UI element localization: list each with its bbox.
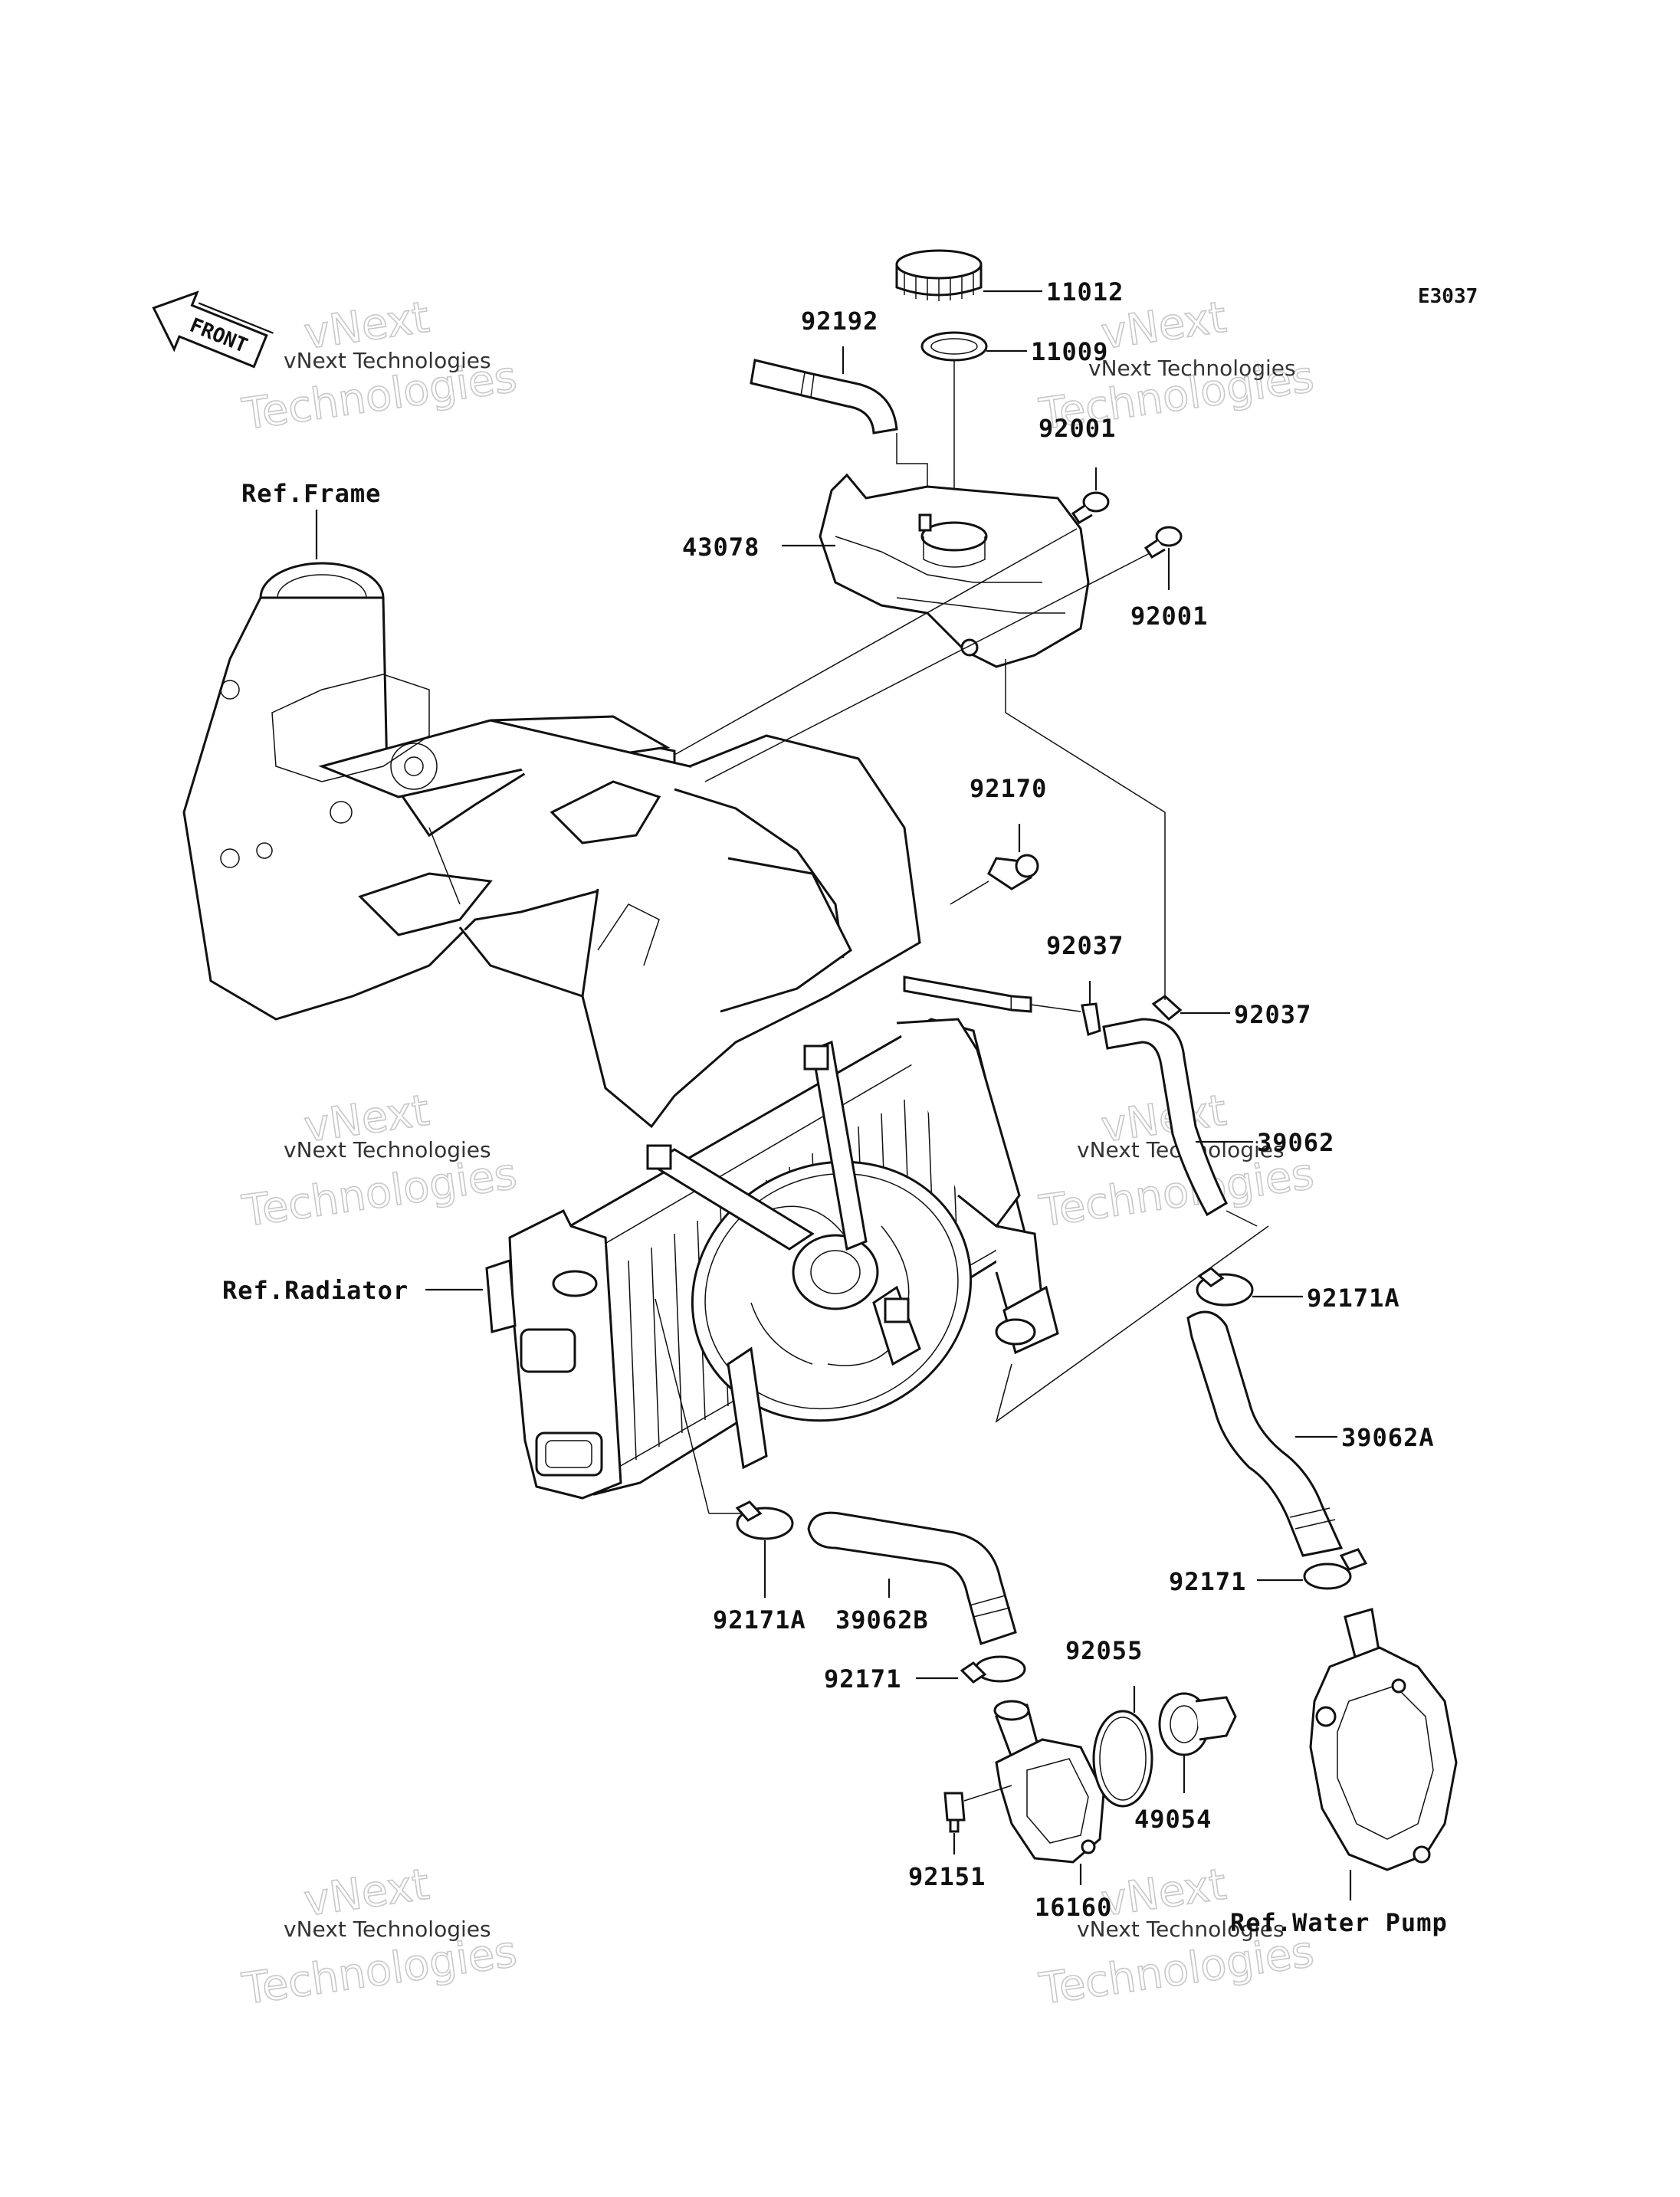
- fan-assembly: [646, 1040, 973, 1470]
- clamp-92171-lower: [960, 1655, 1026, 1684]
- bolt-92001-b: [1144, 526, 1183, 559]
- svg-text:vNext Technologies: vNext Technologies: [284, 348, 491, 373]
- label-39062: 39062: [1257, 1128, 1334, 1157]
- clamp-92037-a: [1081, 1002, 1101, 1036]
- thermostat-49054: [1158, 1692, 1237, 1756]
- label-92037-b: 92037: [1234, 1000, 1311, 1029]
- front-arrow-icon: FRONT: [152, 290, 274, 369]
- label-39062A: 39062A: [1341, 1423, 1435, 1452]
- label-92171-upper: 92171: [1169, 1567, 1246, 1596]
- clamp-92171-upper: [1303, 1548, 1368, 1590]
- clamp-92170: [987, 854, 1039, 890]
- svg-text:vNext Technologies: vNext Technologies: [284, 1917, 491, 1942]
- watermark-bottom-left: vNext Technologies vNext Technologies: [238, 1859, 520, 2015]
- hose-39062B: [807, 1511, 1017, 1645]
- hose-39062: [1102, 1018, 1228, 1217]
- label-92001-a: 92001: [1039, 414, 1116, 443]
- label-ref-radiator: Ref.Radiator: [222, 1276, 409, 1305]
- clamp-92037-b: [1151, 995, 1183, 1021]
- bolt-92151: [943, 1792, 966, 1833]
- watermark-mid-left: vNext Technologies vNext Technologies: [238, 1085, 520, 1238]
- label-16160: 16160: [1035, 1893, 1112, 1922]
- reservoir-tank-43078: [819, 473, 1090, 668]
- svg-text:vNext Technologies: vNext Technologies: [1077, 1917, 1285, 1942]
- svg-text:vNext Technologies: vNext Technologies: [1088, 356, 1296, 381]
- label-92001-b: 92001: [1130, 602, 1208, 631]
- label-92055: 92055: [1065, 1636, 1143, 1665]
- bolt-92001-a: [1071, 491, 1110, 525]
- watermark-top-left: vNext Technologies vNext Technologies: [238, 292, 520, 441]
- label-92037-a: 92037: [1046, 931, 1124, 960]
- label-ref-frame: Ref.Frame: [241, 479, 381, 508]
- label-49054: 49054: [1134, 1805, 1212, 1834]
- label-92171-lower: 92171: [824, 1664, 901, 1694]
- radiator-filler-pipe: [903, 976, 1081, 1013]
- label-92171A-upper: 92171A: [1307, 1284, 1400, 1313]
- clamp-92171A-upper: [1196, 1267, 1254, 1307]
- label-92171A-lower: 92171A: [713, 1605, 806, 1635]
- hose-39062A: [1186, 1310, 1344, 1557]
- label-11009: 11009: [1031, 337, 1108, 366]
- water-pump-cover: [1309, 1608, 1458, 1871]
- frame-drawing: [182, 562, 921, 1129]
- overflow-hose-92192: [750, 359, 898, 434]
- label-92170: 92170: [970, 774, 1047, 803]
- label-92192: 92192: [801, 307, 878, 336]
- o-ring-92055: [1092, 1710, 1153, 1808]
- label-11012: 11012: [1046, 277, 1124, 307]
- radiator-outlet: [995, 1285, 1059, 1355]
- diagram-code: E3037: [1418, 285, 1478, 308]
- svg-text:vNext Technologies: vNext Technologies: [284, 1137, 491, 1162]
- thermostat-housing-16160: [993, 1700, 1105, 1864]
- clamp-92171A-lower: [735, 1500, 794, 1540]
- reservoir-cap: [895, 249, 983, 301]
- label-43078: 43078: [682, 533, 760, 562]
- label-92151: 92151: [908, 1862, 986, 1891]
- reservoir-gasket: [920, 331, 988, 362]
- label-ref-water-pump: Ref.Water Pump: [1230, 1908, 1448, 1937]
- label-39062B: 39062B: [835, 1605, 929, 1635]
